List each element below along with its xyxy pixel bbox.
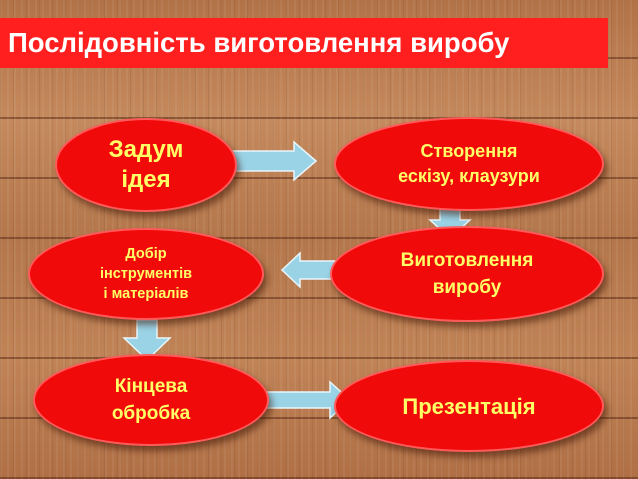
node-tools-label: Добір інструментів і матеріалів bbox=[99, 246, 193, 302]
node-idea-label: Задум ідея bbox=[108, 136, 184, 193]
node-presentation: Презентація bbox=[334, 360, 604, 452]
node-making-label: Виготовлення виробу bbox=[400, 250, 534, 298]
node-idea: Задум ідея bbox=[55, 118, 237, 212]
node-finishing-label: Кінцева обробка bbox=[111, 376, 191, 424]
page-title: Послідовність виготовлення виробу bbox=[0, 18, 608, 68]
node-presentation-label: Презентація bbox=[402, 393, 536, 419]
node-tools: Добір інструментів і матеріалів bbox=[28, 228, 264, 320]
arrow-down-tools-to-finishing bbox=[122, 319, 172, 362]
node-sketch: Створення ескізу, клаузури bbox=[334, 117, 604, 211]
node-making: Виготовлення виробу bbox=[330, 226, 604, 322]
node-finishing: Кінцева обробка bbox=[33, 354, 269, 446]
node-sketch-label: Створення ескізу, клаузури bbox=[398, 141, 540, 186]
